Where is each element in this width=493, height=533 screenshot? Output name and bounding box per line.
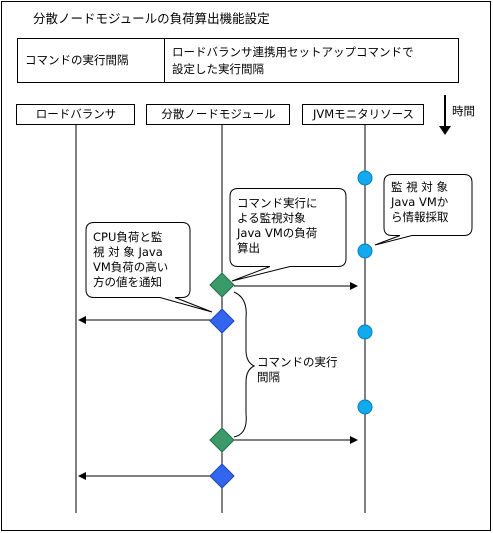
callout-calc-text: コマンド実行に よる監視対象 Java VMの負荷 算出 bbox=[237, 196, 318, 255]
notify-diamond-2 bbox=[209, 463, 235, 489]
time-arrow-head bbox=[439, 126, 451, 135]
interval-brace bbox=[233, 291, 256, 438]
table-cell-interval: コマンドの実行間隔 bbox=[25, 53, 129, 67]
jvm-collect-circle-3 bbox=[357, 324, 373, 340]
table-cell-setting: ロードバランサ連携用セットアップコマンドで 設定した実行間隔 bbox=[172, 45, 414, 76]
lane-box-jvm bbox=[302, 104, 424, 125]
jvm-collect-circle-4 bbox=[357, 399, 373, 415]
lane-box-node bbox=[146, 104, 290, 125]
lane-label-lb: ロードバランサ bbox=[35, 107, 117, 121]
jvm-collect-circle-2 bbox=[357, 243, 373, 259]
lane-label-node: 分散ノードモジュール bbox=[161, 107, 276, 121]
time-label: 時間 bbox=[452, 104, 475, 118]
callout-notify-text: CPU負荷と監 視 対 象 Java VM負荷の高い 方の値を通知 bbox=[93, 230, 169, 289]
lane-box-lb bbox=[16, 104, 135, 125]
interval-label: コマンドの実行 間隔 bbox=[257, 355, 338, 384]
notify-diamond-1 bbox=[209, 308, 235, 334]
settings-table bbox=[17, 38, 459, 83]
calc-diamond-1 bbox=[209, 272, 235, 298]
calc-diamond-2 bbox=[209, 427, 235, 453]
callout-collect-text: 監 視 対 象 Java VMか ら情報採取 bbox=[391, 180, 449, 224]
diagram-title: 分散ノードモジュールの負荷算出機能設定 bbox=[33, 11, 270, 26]
callout-notify bbox=[85, 222, 213, 313]
callout-collect bbox=[374, 174, 473, 246]
lane-label-jvm: JVMモニタリソース bbox=[312, 107, 415, 121]
jvm-collect-circle-1 bbox=[357, 170, 373, 186]
callout-calc bbox=[229, 188, 347, 282]
